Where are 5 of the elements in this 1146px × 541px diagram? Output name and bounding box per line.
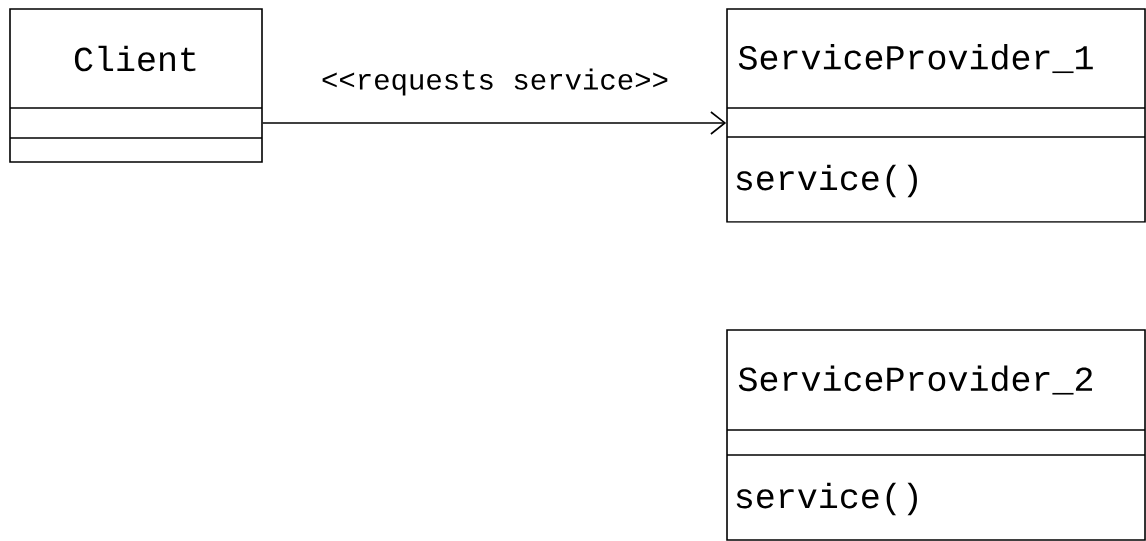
class-box: Client bbox=[9, 8, 263, 163]
class-box: ServiceProvider_2 service() bbox=[726, 329, 1146, 541]
class-box: ServiceProvider_1 service() bbox=[726, 8, 1146, 223]
arrow bbox=[262, 111, 727, 135]
edge-label: <<requests service>> bbox=[320, 67, 671, 97]
